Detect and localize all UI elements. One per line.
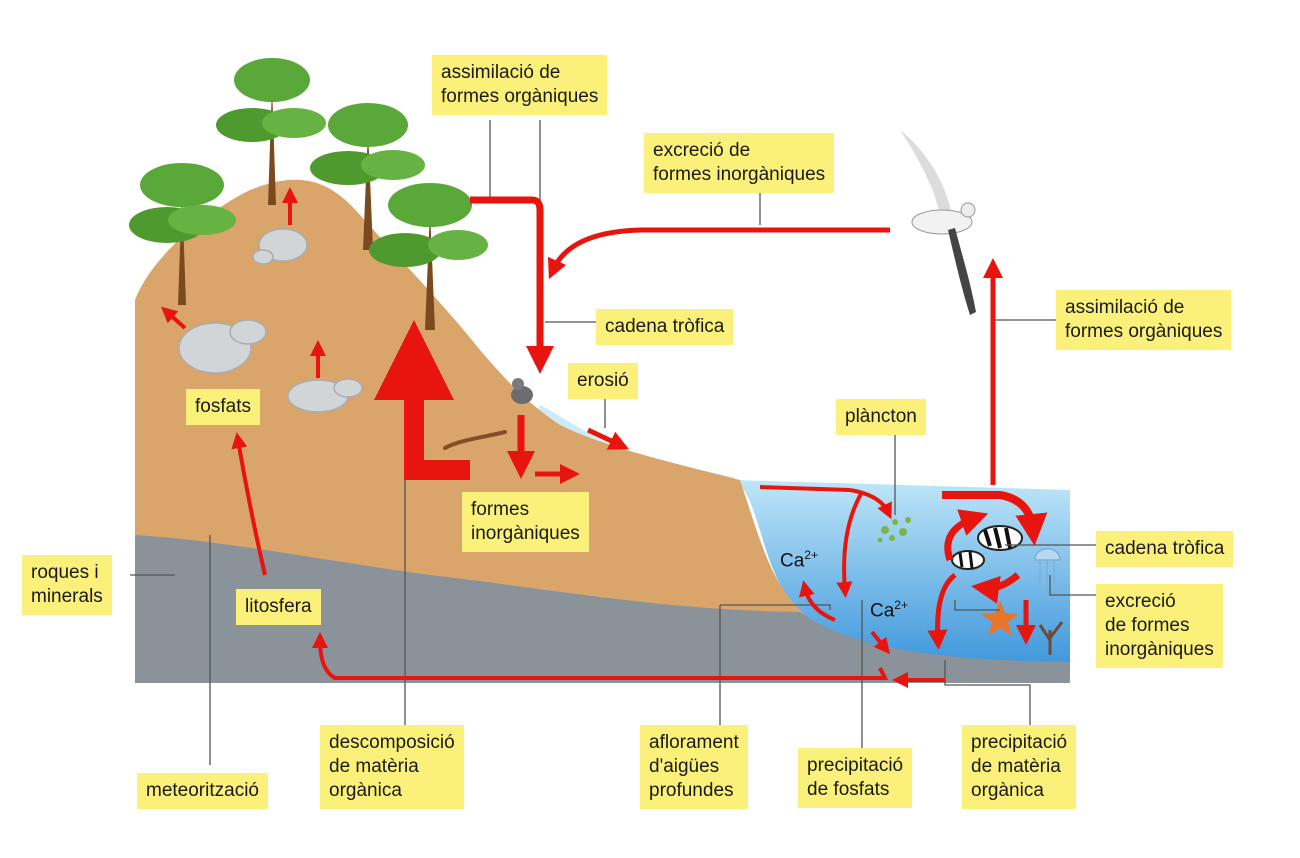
label-excretion-right: excreció de formes inorgàniques xyxy=(1096,584,1223,668)
bird-icon xyxy=(900,130,976,315)
lithosphere-layer xyxy=(135,535,1070,683)
calcium-ion-right: Ca2+ xyxy=(870,598,908,622)
arrow-lithosphere-return xyxy=(312,632,889,680)
arrow-upwelling xyxy=(798,580,836,622)
soil xyxy=(135,179,860,683)
label-inorganic-forms: formes inorgàniques xyxy=(462,492,589,552)
label-lithosphere: litosfera xyxy=(236,589,321,625)
arrow-excretion-bird xyxy=(547,227,890,280)
label-erosion: erosió xyxy=(568,363,638,399)
label-upwelling: aflorament d'aigües profundes xyxy=(640,725,748,809)
arrow-weathering xyxy=(231,432,267,576)
label-trophic-chain-land: cadena tròfica xyxy=(596,309,734,345)
rodent-icon xyxy=(511,378,533,404)
label-organic-precip: precipitació de matèria orgànica xyxy=(962,725,1077,809)
label-phosphates: fosfats xyxy=(186,389,260,425)
label-assimilation-top: assimilació de formes orgàniques xyxy=(432,55,608,115)
leader-lines xyxy=(130,120,1100,765)
label-assimilation-right: assimilació de formes orgàniques xyxy=(1056,290,1232,350)
worm-icon xyxy=(443,430,507,450)
arrow-decomposition xyxy=(374,320,470,480)
label-excretion-top: excreció de formes inorgàniques xyxy=(644,133,835,193)
jellyfish-icon xyxy=(1034,548,1061,590)
flow-arrows xyxy=(161,187,1048,688)
plankton-icon xyxy=(877,517,911,543)
stone-icon xyxy=(178,228,363,413)
arrow-erosion xyxy=(586,427,630,450)
arrow-assimilation-down xyxy=(470,196,554,374)
label-plankton: plàncton xyxy=(836,399,926,435)
label-weathering: meteorització xyxy=(137,773,268,809)
label-decomposition: descomposició de matèria orgànica xyxy=(320,725,464,809)
label-rocks-minerals: roques i minerals xyxy=(22,555,112,615)
starfish-icon xyxy=(981,600,1019,636)
calcium-ion-left: Ca2+ xyxy=(780,548,818,572)
coral-icon xyxy=(1038,621,1064,655)
label-phosphate-precip: precipitació de fosfats xyxy=(798,748,913,808)
tree-icon xyxy=(129,58,488,330)
label-trophic-chain-sea: cadena tròfica xyxy=(1096,531,1234,567)
